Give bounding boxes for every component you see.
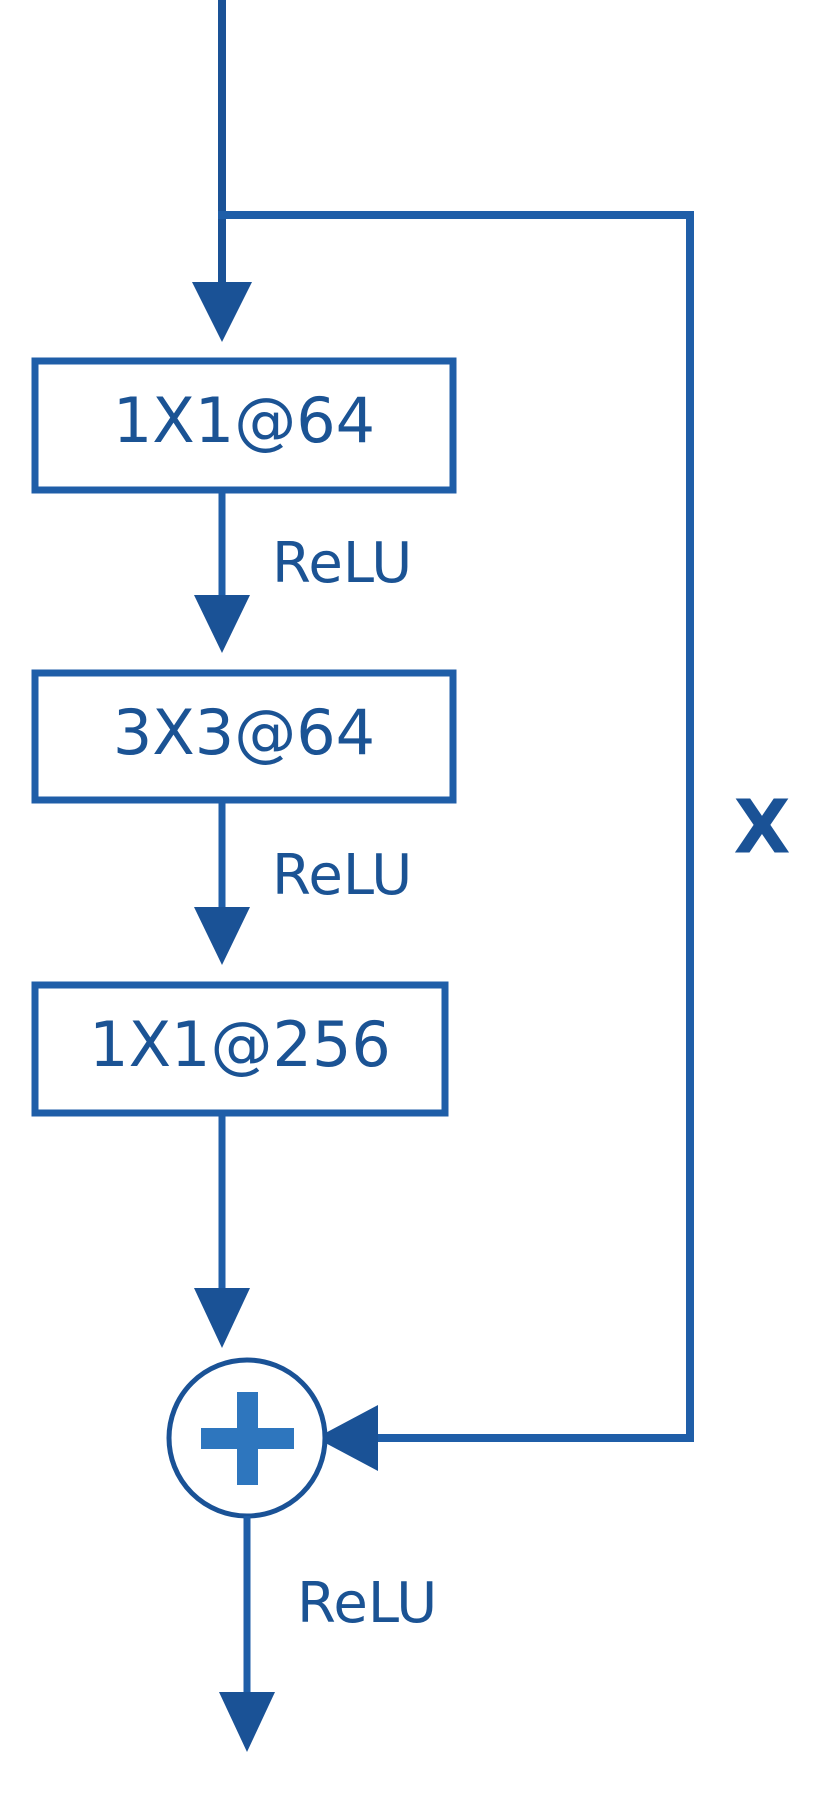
block-conv2-border <box>31 669 457 804</box>
block-conv1-border <box>31 357 457 494</box>
shortcut-path <box>218 211 694 1471</box>
edge-input-to-conv1 <box>192 0 252 342</box>
plus-icon-horizontal <box>201 1428 294 1449</box>
shortcut-arrowhead-icon <box>316 1405 378 1471</box>
edge-label-relu-1: ReLU <box>272 531 412 596</box>
shortcut-identity-label: X <box>733 785 790 871</box>
edge-conv1-to-conv2: ReLU <box>194 490 412 653</box>
edge-conv3-to-add <box>194 1113 250 1348</box>
add-node[interactable] <box>166 1357 328 1519</box>
block-conv2[interactable]: 3X3@64 <box>31 669 457 804</box>
block-conv1[interactable]: 1X1@64 <box>31 357 457 494</box>
block-conv3-border <box>31 981 449 1117</box>
block-conv2-label: 3X3@64 <box>113 696 375 769</box>
output-arrowhead-icon <box>219 1692 275 1752</box>
edge-conv1-conv2-arrowhead-icon <box>194 595 250 653</box>
edge-label-relu-3: ReLU <box>297 1571 437 1636</box>
input-arrowhead-icon <box>192 282 252 342</box>
edge-conv3-add-arrowhead-icon <box>194 1288 250 1348</box>
block-conv1-label: 1X1@64 <box>113 384 375 457</box>
block-conv3-label: 1X1@256 <box>89 1008 391 1081</box>
block-conv3[interactable]: 1X1@256 <box>31 981 449 1117</box>
edge-add-to-output: ReLU <box>219 1516 437 1752</box>
edge-conv2-to-conv3: ReLU <box>194 800 412 965</box>
edge-conv2-conv3-arrowhead-icon <box>194 907 250 965</box>
edge-label-relu-2: ReLU <box>272 843 412 908</box>
